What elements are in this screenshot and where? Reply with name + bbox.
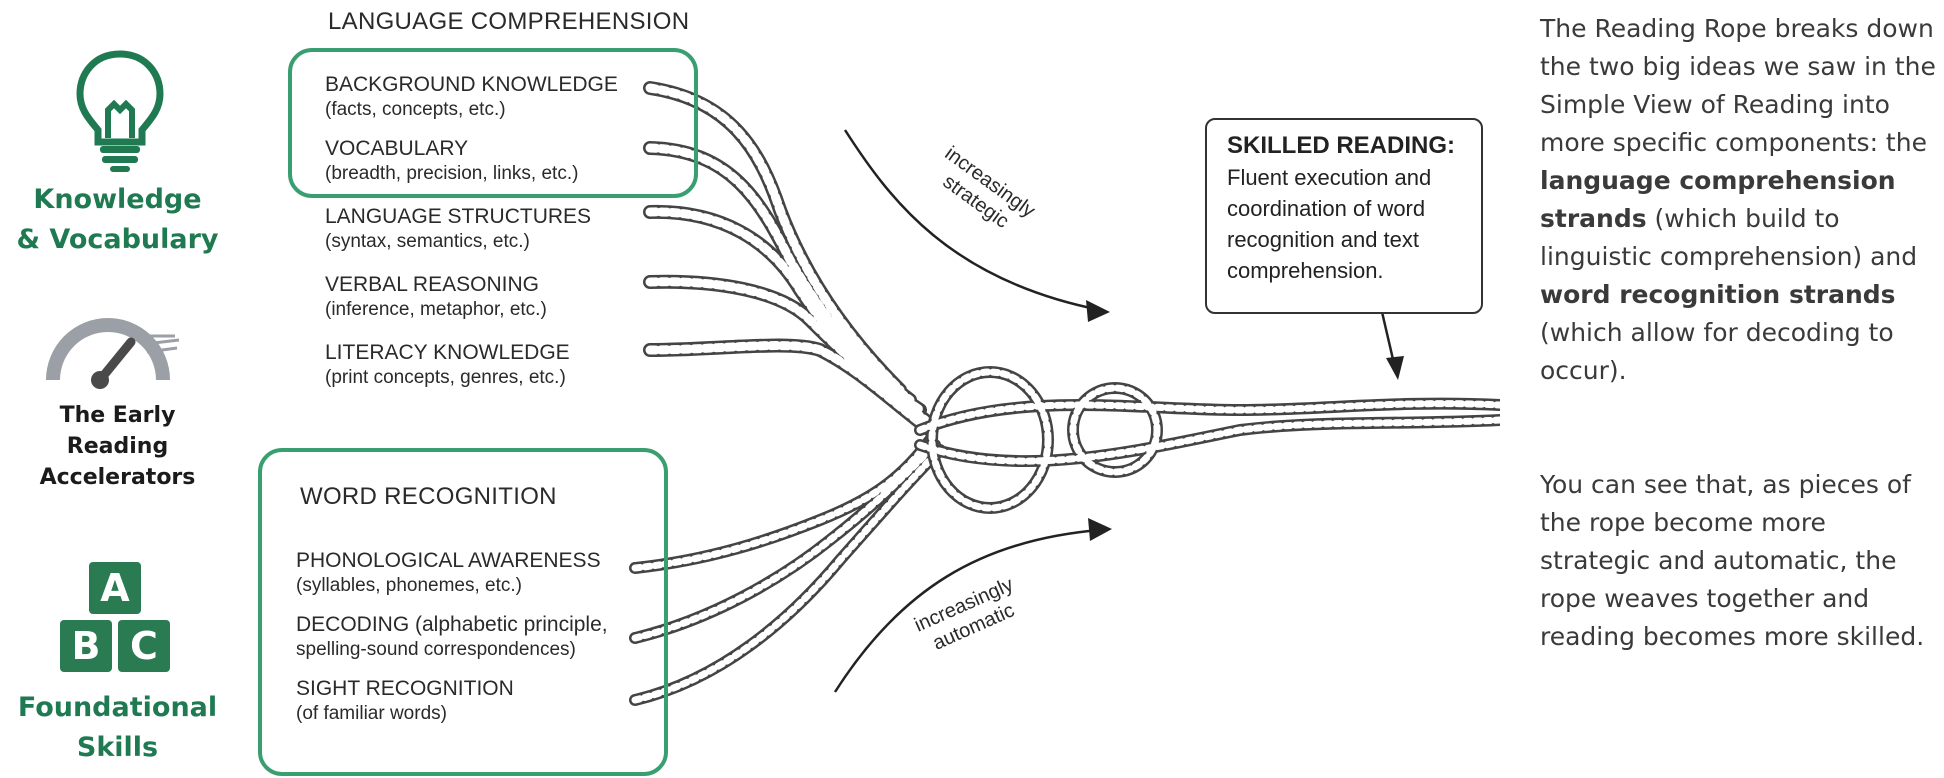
strand-sub: (of familiar words)	[296, 703, 447, 724]
word-rec-heading: WORD RECOGNITION	[300, 483, 557, 510]
strand-background-knowledge: BACKGROUND KNOWLEDGE (facts, concepts, e…	[325, 72, 618, 122]
skilled-reading-body: Fluent execution and coordination of wor…	[1227, 162, 1461, 286]
strand-sub: (syntax, semantics, etc.)	[325, 231, 530, 252]
strand-sub: (inference, metaphor, etc.)	[325, 299, 547, 320]
strand-title: LANGUAGE STRUCTURES	[325, 205, 592, 228]
strand-title: BACKGROUND KNOWLEDGE	[325, 73, 618, 96]
para1-bold-word-recognition: word recognition strands	[1540, 280, 1896, 309]
strand-title: DECODING (alphabetic principle,	[296, 613, 608, 636]
block-b: B	[60, 620, 112, 672]
rope-illustration	[629, 81, 1500, 706]
strand-literacy-knowledge: LITERACY KNOWLEDGE (print concepts, genr…	[325, 340, 570, 390]
knowledge-label-line1: Knowledge	[33, 184, 202, 215]
strand-title: LITERACY KNOWLEDGE	[325, 341, 570, 364]
strand-title: SIGHT RECOGNITION	[296, 677, 514, 700]
accelerators-line2: Reading	[66, 434, 169, 459]
strand-title: PHONOLOGICAL AWARENESS	[296, 549, 601, 572]
strand-sub: (facts, concepts, etc.)	[325, 99, 506, 120]
para1-text-1: The Reading Rope breaks down the two big…	[1540, 14, 1936, 157]
strand-sight-recognition: SIGHT RECOGNITION (of familiar words)	[296, 676, 514, 726]
block-c: C	[118, 620, 170, 672]
accelerators-line3: Accelerators	[39, 465, 196, 490]
skilled-body-line: coordination of word	[1227, 196, 1426, 221]
strand-decoding: DECODING (alphabetic principle, spelling…	[296, 612, 608, 662]
foundational-line2: Skills	[76, 732, 159, 763]
skilled-body-line: Fluent execution and	[1227, 165, 1432, 190]
accelerators-line1: The Early	[59, 403, 176, 428]
knowledge-label-line2: & Vocabulary	[16, 224, 219, 255]
foundational-line1: Foundational	[17, 692, 218, 723]
lightbulb-icon	[76, 50, 164, 172]
strand-title: VERBAL REASONING	[325, 273, 539, 296]
strand-sub: (print concepts, genres, etc.)	[325, 367, 566, 388]
skilled-body-line: comprehension.	[1227, 258, 1384, 283]
explanation-paragraph-1: The Reading Rope breaks down the two big…	[1540, 10, 1940, 390]
skilled-body-line: recognition and text	[1227, 227, 1420, 252]
strand-title: VOCABULARY	[325, 137, 469, 160]
strand-sub: (breadth, precision, links, etc.)	[325, 163, 579, 184]
strand-phonological-awareness: PHONOLOGICAL AWARENESS (syllables, phone…	[296, 548, 601, 598]
foundational-skills-label: Foundational Skills	[0, 688, 235, 768]
strand-sub: spelling-sound correspondences)	[296, 639, 576, 660]
accelerators-label: The Early Reading Accelerators	[0, 400, 235, 493]
para1-text-3: (which allow for decoding to occur).	[1540, 318, 1894, 385]
strand-language-structures: LANGUAGE STRUCTURES (syntax, semantics, …	[325, 204, 591, 254]
strand-sub: (syllables, phonemes, etc.)	[296, 575, 522, 596]
speedometer-icon	[46, 318, 180, 389]
skilled-reading-title: SKILLED READING:	[1227, 132, 1455, 159]
para1-text-2: (which build to linguistic comprehension…	[1540, 204, 1918, 271]
explanation-paragraph-2: You can see that, as pieces of the rope …	[1540, 466, 1940, 656]
abc-blocks-icon: A B C	[58, 562, 178, 678]
lang-comp-heading: LANGUAGE COMPREHENSION	[328, 8, 690, 35]
para2-text: You can see that, as pieces of the rope …	[1540, 470, 1925, 651]
block-a: A	[89, 562, 141, 614]
strand-vocabulary: VOCABULARY (breadth, precision, links, e…	[325, 136, 578, 186]
para1-bold-language-comprehension: language comprehension strands	[1540, 166, 1896, 233]
lang-comp-highlight-box	[288, 48, 698, 198]
strand-verbal-reasoning: VERBAL REASONING (inference, metaphor, e…	[325, 272, 547, 322]
word-rec-highlight-box	[258, 448, 668, 776]
knowledge-vocabulary-label: Knowledge & Vocabulary	[0, 180, 235, 260]
skilled-reading-box: SKILLED READING: Fluent execution and co…	[1205, 118, 1483, 314]
